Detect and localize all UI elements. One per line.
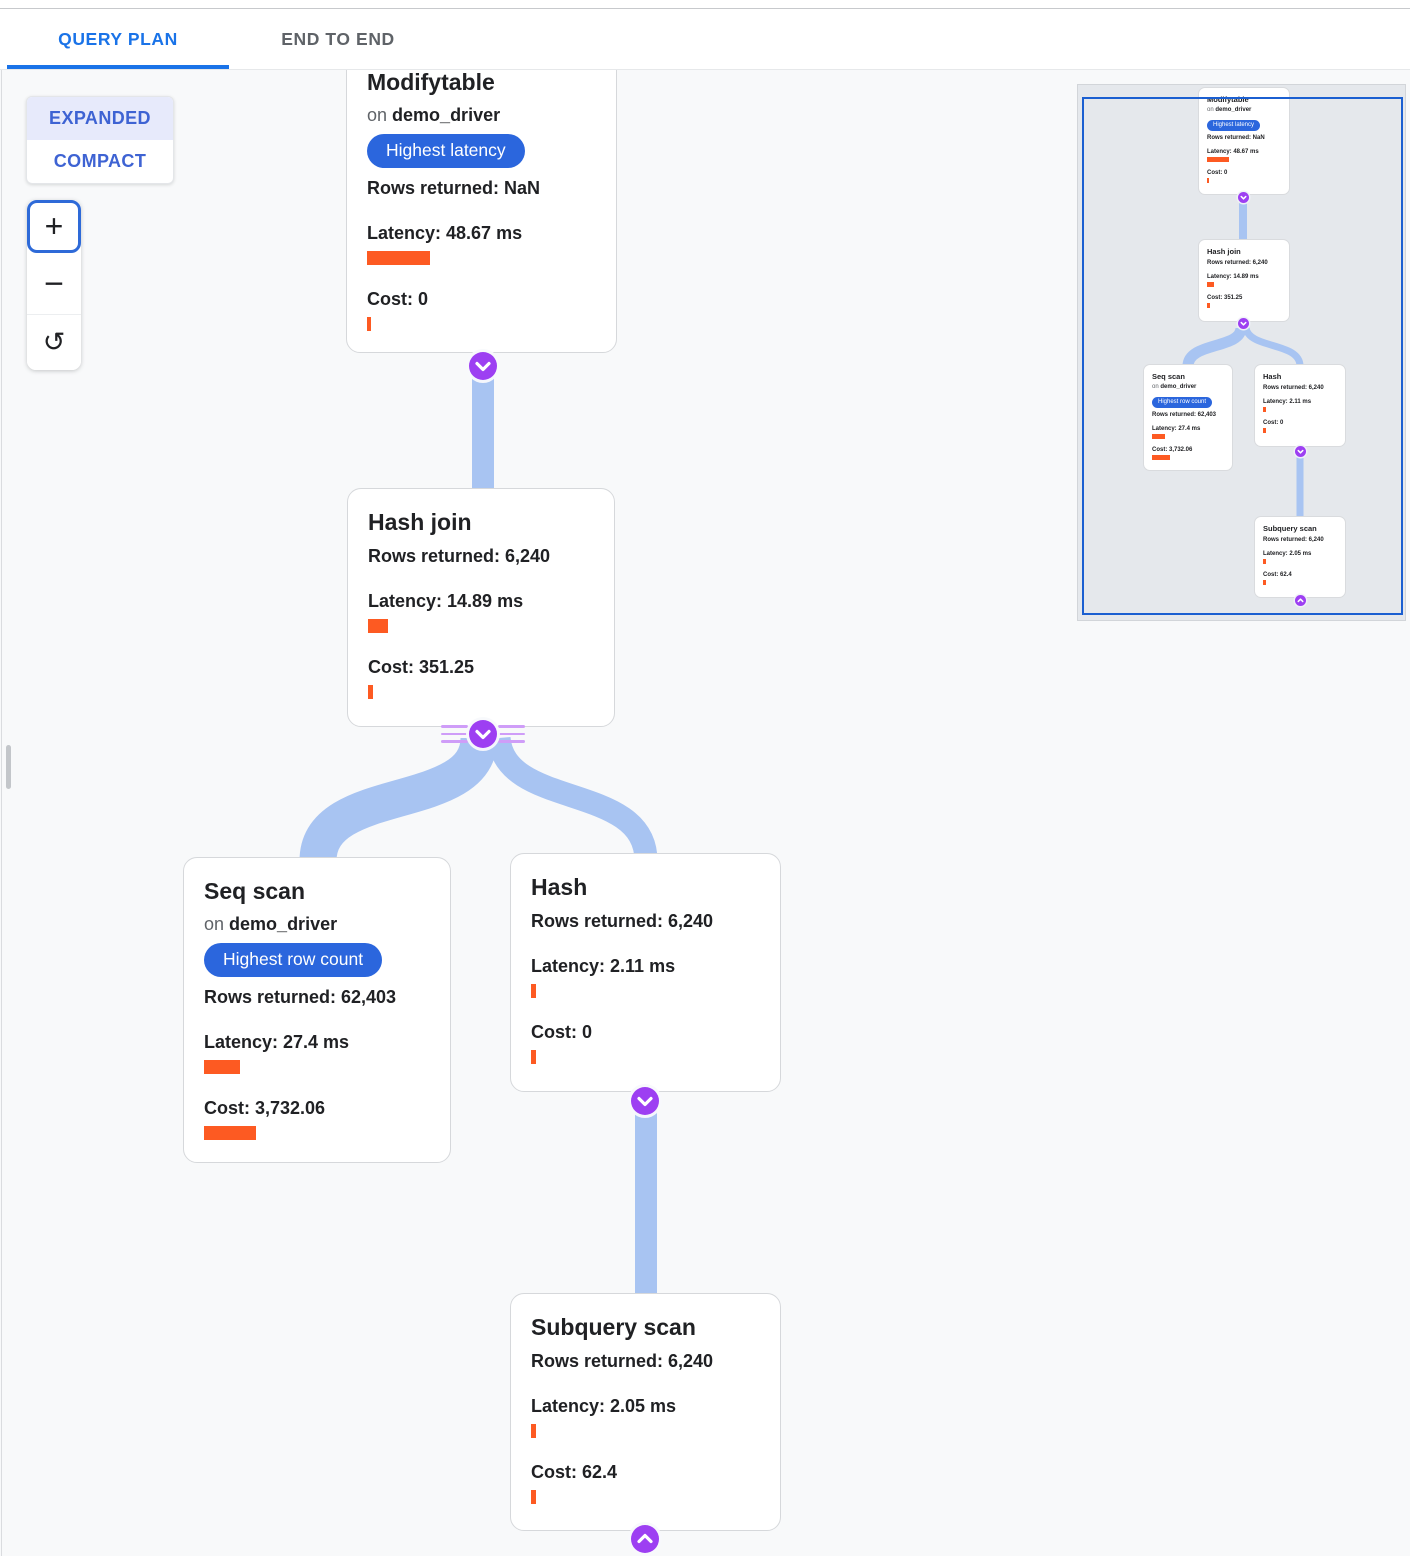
- plan-node-subquery-scan[interactable]: Subquery scan Rows returned: 6,240 Laten…: [510, 1293, 781, 1531]
- zoom-out-button[interactable]: −: [27, 256, 81, 312]
- mini-collapse-chevron-icon: [1294, 445, 1306, 457]
- latency-value: Latency: 2.05 ms: [531, 1396, 677, 1416]
- multi-edge-line: [441, 725, 468, 728]
- multi-edge-line: [498, 725, 525, 728]
- minimap-node-modifytable: Modifytable on demo_driver Highest laten…: [1198, 87, 1290, 195]
- cost-bar: [368, 685, 373, 699]
- compact-label: COMPACT: [53, 151, 147, 171]
- cost-bar: [531, 1490, 536, 1504]
- zoom-controls: + − ↺: [27, 200, 81, 370]
- cost-bar: [204, 1125, 256, 1140]
- mini-edge: [1242, 326, 1304, 367]
- compact-toggle-button[interactable]: COMPACT: [27, 140, 173, 183]
- expand-chevron-icon[interactable]: [631, 1525, 659, 1553]
- minimap-node-hash: Hash Rows returned: 6,240 Latency: 2.11 …: [1254, 364, 1346, 447]
- multi-edge-line: [498, 740, 525, 743]
- active-tab-underline: [7, 65, 229, 69]
- collapse-chevron-icon[interactable]: [469, 352, 497, 380]
- mini-collapse-chevron-icon: [1237, 191, 1249, 203]
- rows-returned: Rows returned: 6,240: [368, 546, 551, 566]
- mini-expand-chevron-icon: [1294, 594, 1306, 606]
- minimap-edges-layer: [1182, 202, 1304, 518]
- query-plan-canvas[interactable]: EXPANDED COMPACT + − ↺ Modifytable on de…: [0, 70, 1410, 1556]
- cost-value: Cost: 3,732.06: [204, 1097, 326, 1118]
- zoom-controls-divider: [27, 314, 81, 315]
- left-panel-divider: [1, 9, 2, 1556]
- minimap-node-subquery-scan: Subquery scan Rows returned: 6,240 Laten…: [1254, 516, 1346, 598]
- node-table: on demo_driver: [204, 914, 338, 934]
- cost-value: Cost: 351.25: [368, 657, 475, 677]
- latency-value: Latency: 27.4 ms: [204, 1031, 350, 1052]
- cost-bar: [531, 1050, 536, 1064]
- collapse-chevron-icon[interactable]: [469, 720, 497, 748]
- cost-value: Cost: 0: [367, 288, 429, 309]
- mini-collapse-chevron-icon: [1237, 317, 1249, 329]
- latency-bar: [204, 1059, 240, 1074]
- latency-value: Latency: 14.89 ms: [368, 591, 524, 611]
- latency-bar: [368, 619, 388, 633]
- minimap-viewport-rect[interactable]: [1082, 97, 1403, 615]
- expanded-label: EXPANDED: [49, 108, 151, 128]
- minimap-node-seq-scan: Seq scan on demo_driver Highest row coun…: [1143, 364, 1233, 471]
- zoom-in-button[interactable]: +: [27, 200, 81, 253]
- latency-bar: [531, 984, 536, 998]
- cost-value: Cost: 0: [531, 1022, 593, 1042]
- expanded-toggle-button[interactable]: EXPANDED: [27, 97, 173, 140]
- latency-bar: [367, 250, 430, 265]
- node-table: on demo_driver: [367, 105, 501, 125]
- cost-bar: [367, 316, 371, 331]
- reset-zoom-icon: ↺: [42, 327, 66, 357]
- latency-value: Latency: 2.11 ms: [531, 956, 676, 976]
- plan-node-seq-scan[interactable]: Seq scan on demo_driver Highest row coun…: [183, 857, 451, 1163]
- tab-end-to-end[interactable]: END TO END: [229, 9, 447, 70]
- rows-returned: Rows returned: 6,240: [531, 1351, 714, 1371]
- highest-row-count-badge: Highest row count: [204, 943, 383, 977]
- rows-returned: Rows returned: NaN: [367, 177, 541, 198]
- tab-end-to-end-label: END TO END: [281, 29, 395, 49]
- node-title: Hash: [531, 874, 588, 900]
- vertical-scrollbar-thumb[interactable]: [6, 745, 11, 789]
- window-top-strip: [0, 0, 1410, 9]
- cost-value: Cost: 62.4: [531, 1462, 618, 1482]
- tab-query-plan[interactable]: QUERY PLAN: [7, 9, 229, 70]
- node-title: Seq scan: [204, 878, 305, 904]
- zoom-reset-button[interactable]: ↺: [27, 315, 81, 370]
- highest-latency-badge: Highest latency: [367, 134, 525, 168]
- plan-node-hash-join[interactable]: Hash join Rows returned: 6,240 Latency: …: [347, 488, 615, 727]
- latency-value: Latency: 48.67 ms: [367, 222, 523, 243]
- rows-returned: Rows returned: 6,240: [531, 911, 714, 931]
- minus-icon: −: [44, 264, 64, 303]
- minimap[interactable]: Modifytable on demo_driver Highest laten…: [1077, 84, 1406, 621]
- plan-node-modifytable[interactable]: Modifytable on demo_driver Highest laten…: [346, 70, 617, 353]
- minimap-node-hash-join: Hash join Rows returned: 6,240 Latency: …: [1198, 239, 1290, 322]
- mini-edge: [1182, 326, 1247, 368]
- node-title: Modifytable: [367, 70, 495, 95]
- edge-hashjoin-hash: [487, 735, 658, 862]
- multi-edge-line: [441, 740, 468, 743]
- node-title: Hash join: [368, 509, 472, 535]
- latency-bar: [531, 1424, 536, 1438]
- view-mode-toggle: EXPANDED COMPACT: [26, 96, 174, 184]
- plus-icon: +: [44, 208, 64, 244]
- tab-bar: QUERY PLAN END TO END: [0, 9, 1410, 70]
- multi-edge-line: [498, 732, 525, 735]
- plan-edges-layer: [299, 370, 658, 1299]
- node-title: Subquery scan: [531, 1314, 696, 1340]
- rows-returned: Rows returned: 62,403: [204, 986, 397, 1007]
- plan-node-hash[interactable]: Hash Rows returned: 6,240 Latency: 2.11 …: [510, 853, 781, 1092]
- multi-edge-line: [441, 732, 468, 735]
- edge-hashjoin-seqscan: [299, 735, 498, 863]
- collapse-chevron-icon[interactable]: [631, 1087, 659, 1115]
- tab-query-plan-label: QUERY PLAN: [58, 29, 178, 49]
